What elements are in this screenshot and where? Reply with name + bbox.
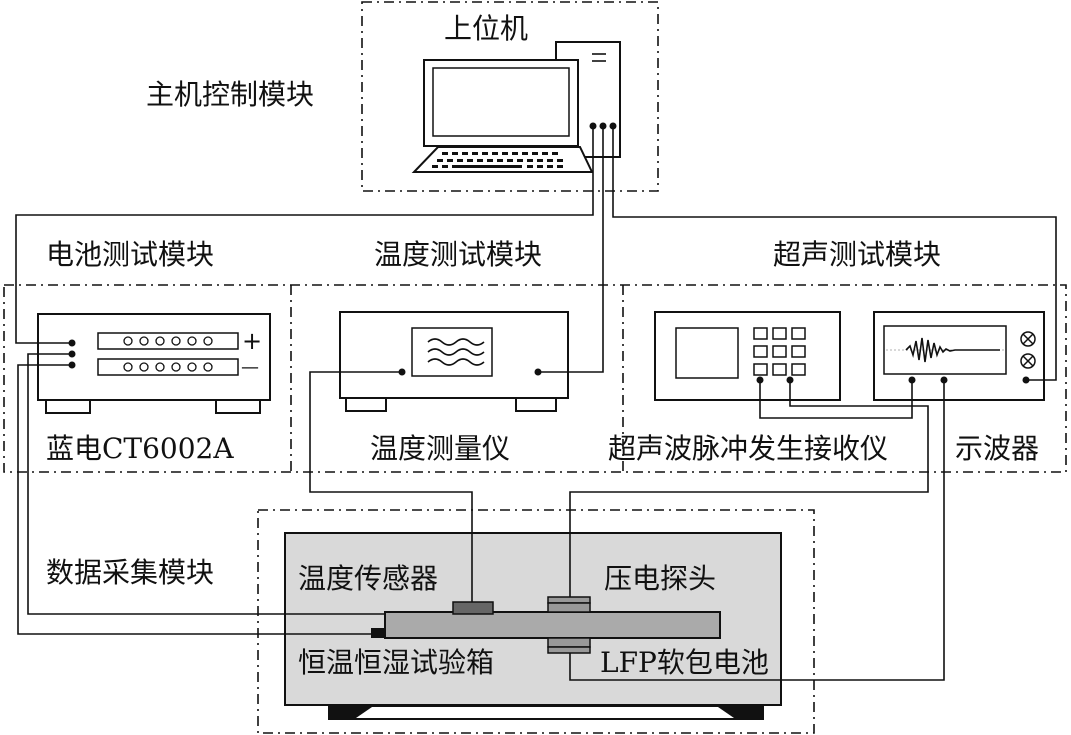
climate-chamber	[284, 532, 782, 720]
temp-sensor-label: 温度传感器	[298, 562, 438, 595]
temp-meter-label: 温度测量仪	[370, 432, 510, 465]
temp-sensor-block	[452, 601, 494, 615]
temperature-meter	[339, 311, 569, 412]
oscilloscope	[873, 311, 1045, 401]
minus-sign: —	[241, 357, 259, 378]
plus-sign: +	[242, 327, 262, 355]
pulser-receiver	[654, 311, 841, 401]
battery-label: LFP软包电池	[600, 646, 769, 679]
test-modules-boundary	[3, 284, 1067, 473]
pulser-receiver-label: 超声波脉冲发生接收仪	[608, 432, 888, 465]
piezo-probe-label: 压电探头	[604, 562, 716, 595]
piezo-probe-top	[547, 596, 591, 604]
ultrasonic-module-label: 超声测试模块	[773, 238, 941, 271]
lfp-pouch-cell	[384, 611, 721, 639]
host-computer	[411, 41, 621, 173]
battery-tester: + —	[37, 313, 271, 414]
host-module-label: 主机控制模块	[146, 78, 314, 111]
piezo-probe-bottom	[547, 637, 591, 648]
host-computer-label: 上位机	[444, 12, 528, 45]
data-module-boundary	[257, 509, 815, 734]
chamber-label: 恒温恒湿试验箱	[298, 646, 494, 679]
battery-tester-label: 蓝电CT6002A	[46, 432, 234, 465]
oscilloscope-label: 示波器	[955, 432, 1039, 465]
battery-tab	[371, 628, 385, 638]
data-module-label: 数据采集模块	[46, 556, 214, 589]
temp-module-label: 温度测试模块	[374, 238, 542, 271]
connection-wires	[15, 126, 1057, 681]
host-module-boundary	[361, 1, 659, 192]
battery-module-label: 电池测试模块	[46, 238, 214, 271]
